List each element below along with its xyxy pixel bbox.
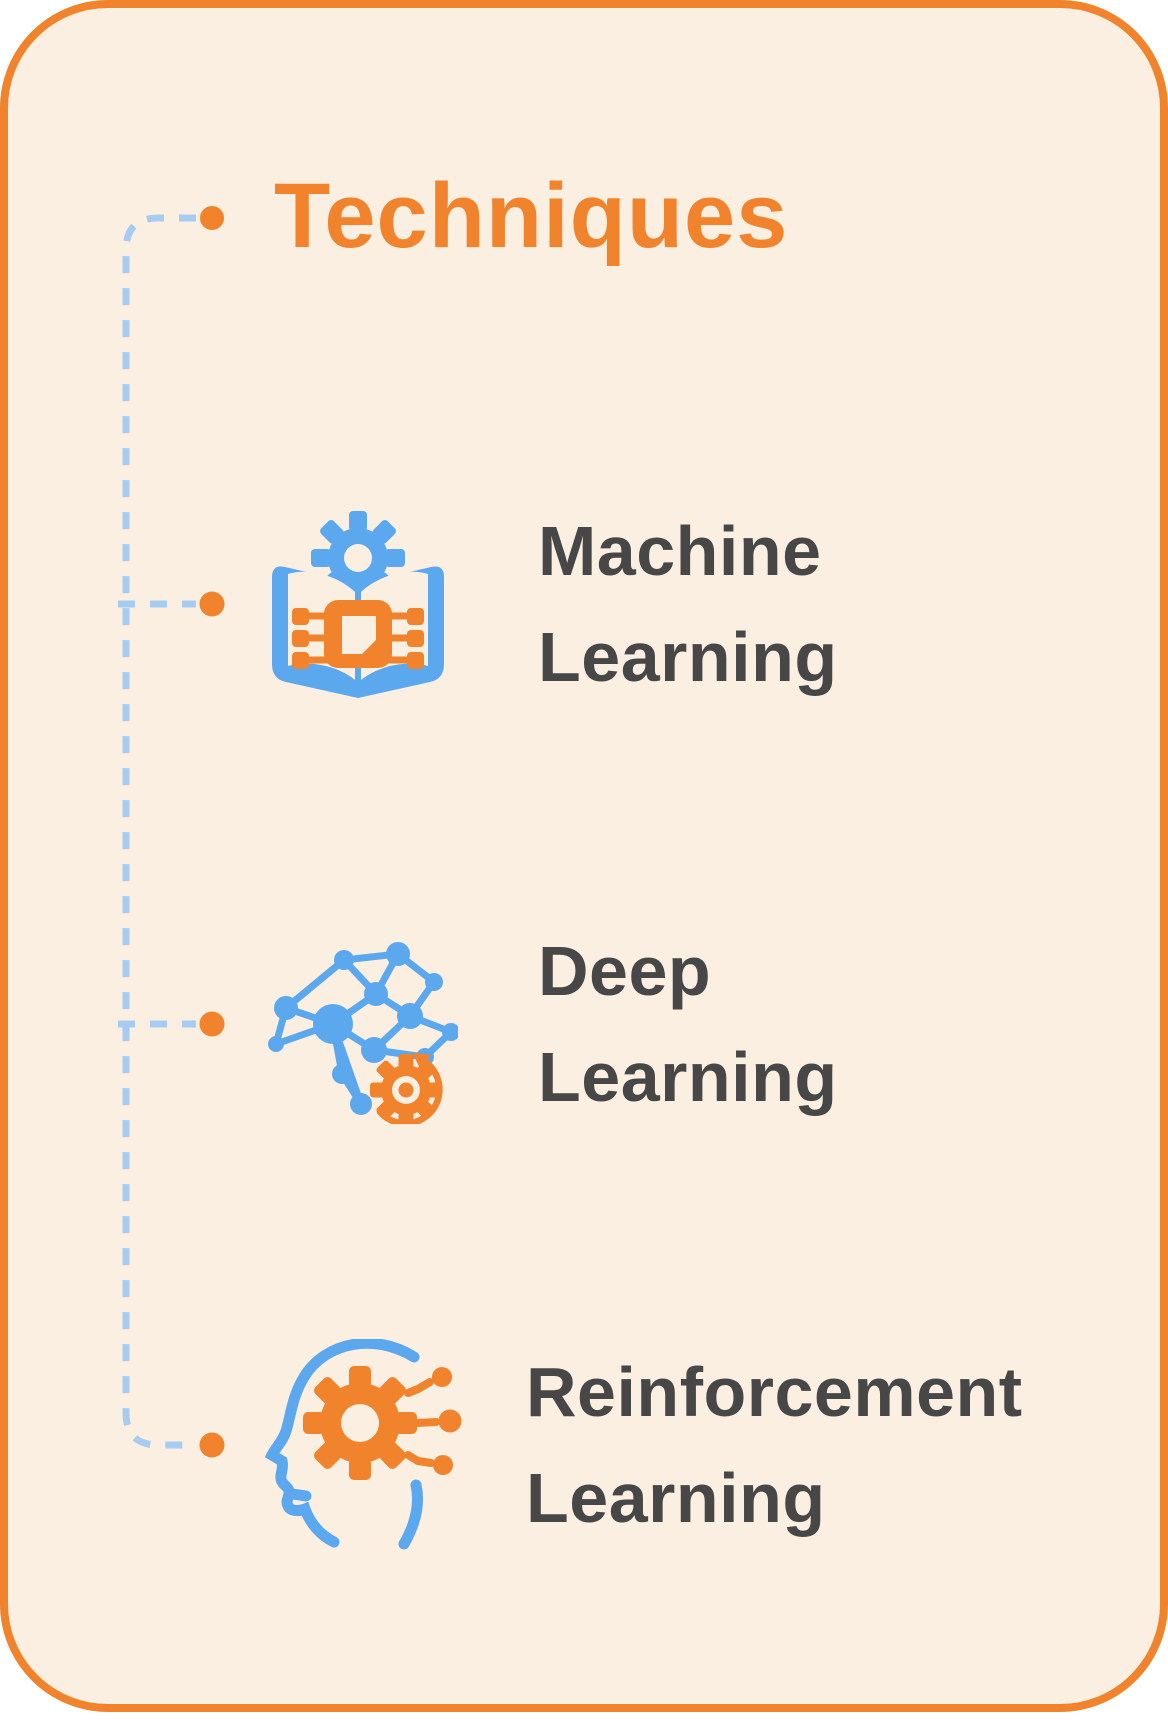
item-label-line: Deep [538,932,712,1010]
bullet-icon [199,591,225,617]
item-label: Reinforcement Learning [526,1339,1023,1551]
list-item-deep-learning: Deep Learning [258,924,838,1124]
neural-network-gear-icon [268,942,458,1124]
item-label-line: Reinforcement [526,1353,1023,1431]
item-label-line: Machine [538,512,822,590]
item-label: Machine Learning [538,498,838,710]
item-label-line: Learning [526,1459,826,1537]
item-label-line: Learning [538,618,838,696]
list-item-reinforcement-learning: Reinforcement Learning [256,1339,1023,1551]
bullet-icon [200,206,224,230]
head-gear-circuit-icon [264,1339,462,1550]
list-item-machine-learning: Machine Learning [258,504,838,704]
item-label: Deep Learning [538,918,838,1130]
book-gear-chip-icon [272,511,444,698]
bullet-icon [199,1432,225,1458]
item-label-line: Learning [538,1038,838,1116]
bullet-icon [199,1011,225,1037]
connector-main-path [122,214,196,1449]
page-title: Techniques [274,165,789,267]
